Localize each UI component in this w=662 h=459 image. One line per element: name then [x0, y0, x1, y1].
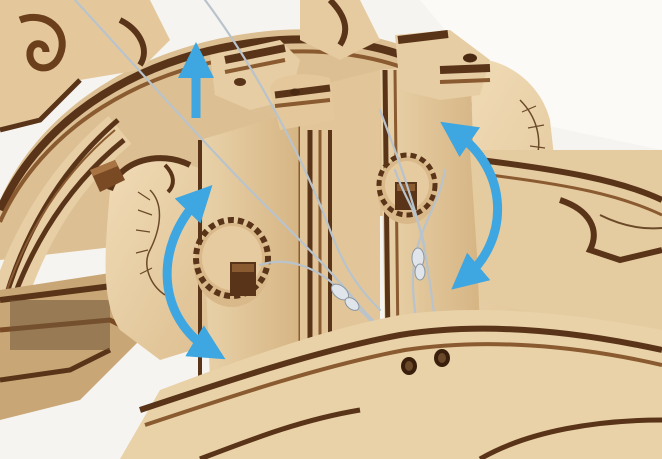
right-gear-knob [377, 155, 437, 224]
left-gear-knob [194, 220, 270, 307]
